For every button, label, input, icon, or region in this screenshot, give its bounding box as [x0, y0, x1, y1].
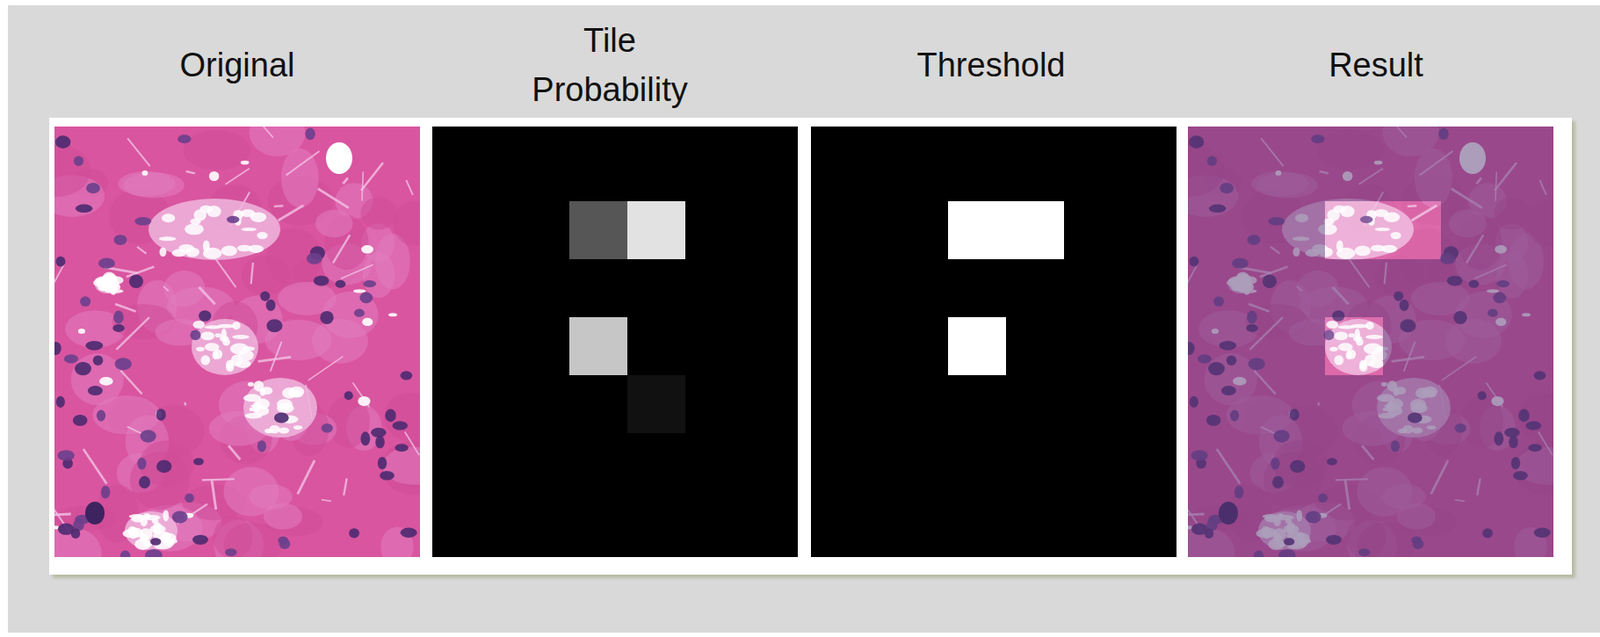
column-header-box: Threshold — [815, 15, 1167, 115]
tile-probability-map — [432, 126, 798, 558]
column-header-box: Original — [61, 15, 413, 115]
column-header: Threshold — [917, 40, 1066, 90]
threshold-mask — [810, 126, 1177, 558]
column-header: Original — [180, 40, 296, 90]
column-header: Tile Probability — [517, 15, 703, 115]
result-overlay — [1187, 126, 1554, 558]
column-header-box: Result — [1200, 15, 1552, 115]
histology-original — [54, 126, 420, 558]
column-header: Result — [1328, 40, 1424, 90]
column-header-box: Tile Probability — [517, 15, 703, 115]
